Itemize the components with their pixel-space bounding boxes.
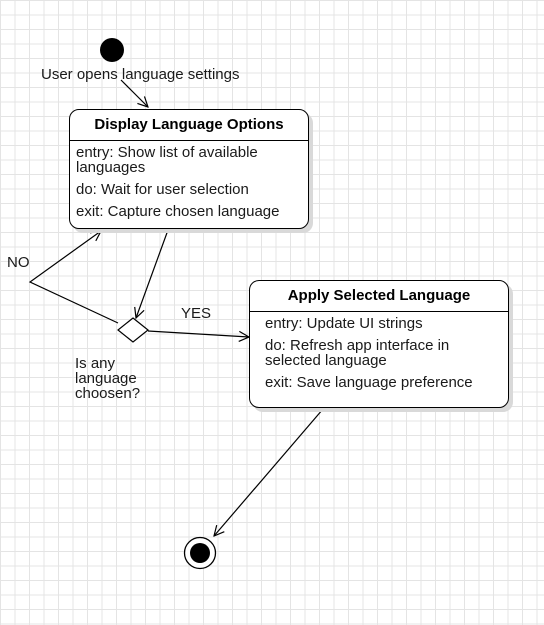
exit-activity: exit: Capture chosen language [76,203,280,220]
transition-apply-to-final[interactable] [214,408,324,536]
entry-activity: entry: Show list of available languages [76,144,258,176]
initial-node[interactable] [100,38,124,62]
trigger-label: User opens language settings [41,66,240,83]
transition-no-loop[interactable] [28,231,119,324]
transition-yes[interactable] [147,330,249,337]
entry-activity: entry: Update UI strings [265,315,423,332]
state-display-language-options[interactable]: Display Language Options entry: Show lis… [69,109,309,229]
do-activity: do: Refresh app interface in selected la… [265,337,450,369]
decision-question-label: Is any language choosen? [75,355,141,402]
state-title: Display Language Options [70,110,308,141]
do-activity: do: Wait for user selection [76,181,249,198]
guard-no-label: NO [7,254,30,271]
state-apply-selected-language[interactable]: Apply Selected Language entry: Update UI… [249,280,509,408]
final-node[interactable] [183,536,217,570]
exit-activity: exit: Save language preference [265,374,473,391]
guard-yes-label: YES [181,305,212,322]
state-title: Apply Selected Language [250,281,508,312]
transition-display-to-decision[interactable] [136,229,169,318]
decision-node[interactable] [117,317,149,343]
transition-initial-to-display[interactable] [120,79,148,107]
